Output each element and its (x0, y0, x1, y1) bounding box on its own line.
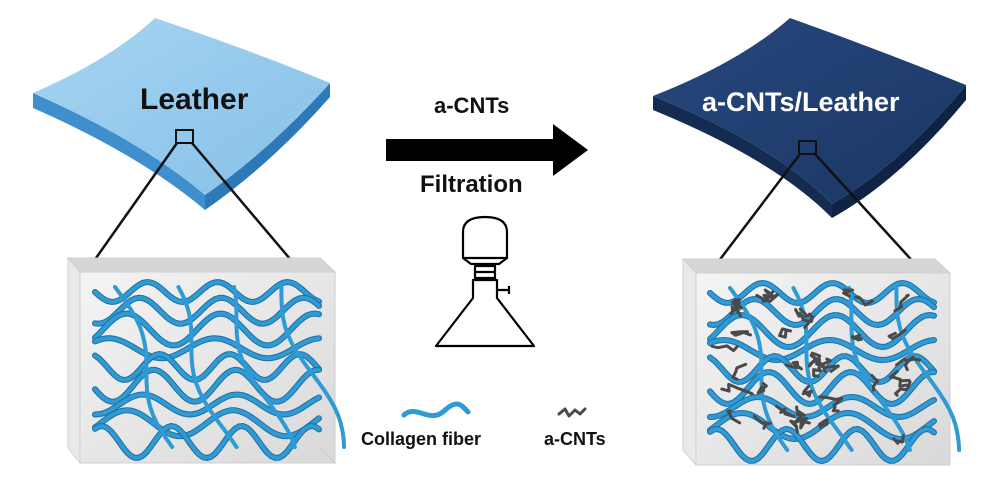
collagen-fiber (791, 286, 854, 452)
zoom-line-right-a (711, 153, 801, 271)
cnt-strand (730, 330, 752, 337)
legend-collagen-swatch (401, 401, 471, 419)
collagen-fiber (279, 285, 347, 449)
composite-cube (681, 257, 962, 467)
process-label-filtration: Filtration (420, 171, 523, 198)
cnt-strand (720, 382, 754, 396)
collagen-fiber (232, 285, 297, 449)
cnt-strand (903, 357, 922, 372)
cnt-strand (801, 384, 813, 398)
collagen-fiber (93, 279, 321, 305)
cnt-strand (894, 378, 912, 397)
leather-sheet-edge-right (205, 83, 330, 210)
cnt-strand (784, 360, 803, 371)
cnt-network (710, 288, 922, 445)
collagen-fibers-left (92, 278, 347, 462)
collagen-fiber (708, 353, 936, 385)
cnt-strand (752, 414, 772, 430)
leather-sheet (33, 18, 330, 210)
legend-collagen-label: Collagen fiber (361, 429, 482, 449)
collagen-fiber (847, 286, 912, 452)
cnt-strand (887, 328, 907, 340)
cnt-strand (731, 300, 742, 318)
collagen-fiber (894, 286, 962, 452)
collagen-fiber (708, 337, 936, 363)
cnt-strand (774, 404, 796, 418)
cnt-strand (756, 381, 768, 395)
cnt-strand (710, 344, 739, 353)
collagen-fiber (93, 408, 321, 439)
leather-sheet-top (33, 18, 330, 195)
leather-cube-top-face (66, 257, 337, 273)
composite-label: a-CNTs/Leather (702, 87, 900, 117)
legend-cnt-label: a-CNTs (544, 429, 606, 449)
collagen-fiber (708, 280, 936, 306)
leather-sheet-edge (33, 93, 205, 210)
composite-cube-top-face (681, 258, 952, 274)
cnt-strand (893, 293, 910, 313)
cnt-strand (842, 288, 855, 298)
cnt-strand (888, 370, 909, 388)
cnt-strand (807, 357, 832, 368)
leather-label: Leather (140, 83, 249, 116)
zoom-line-left-a (87, 142, 179, 269)
composite-sheet-edge-right (832, 85, 966, 218)
zoom-marker-right (798, 140, 817, 155)
cnt-strand (818, 395, 844, 413)
cnt-strand (726, 409, 742, 425)
zoom-marker-left (175, 129, 194, 144)
cnt-strand (795, 405, 806, 417)
collagen-fiber (176, 285, 239, 449)
collagen-fiber (93, 336, 321, 361)
cnt-strand (809, 351, 822, 363)
collagen-fiber (93, 351, 321, 383)
collagen-fiber (708, 426, 936, 464)
process-label-cnt: a-CNTs (434, 93, 510, 118)
cnt-strand (854, 295, 874, 307)
collagen-fiber (93, 367, 321, 404)
cnt-strand (778, 327, 792, 339)
cnt-strand (798, 307, 815, 320)
cnt-strand (731, 362, 748, 381)
cnt-strand (850, 333, 863, 342)
legend-cnt-swatch (557, 407, 587, 418)
cnt-strand (761, 288, 775, 303)
cnt-strand (817, 418, 829, 429)
cnt-strand (870, 373, 880, 392)
composite-sheet-top (653, 18, 966, 204)
leather-cube-front-face (67, 256, 81, 465)
composite-cube-front-face (682, 257, 697, 467)
cnt-strand (812, 366, 822, 378)
composite-sheet (653, 18, 966, 218)
leather-cube-right-face (319, 257, 336, 465)
collagen-fiber (113, 285, 175, 449)
cnt-strand (794, 308, 814, 330)
leather-cube (66, 256, 347, 465)
zoom-line-right-b (814, 153, 918, 267)
collagen-fiber (93, 423, 321, 461)
cnt-strand (789, 415, 805, 434)
composite-sheet-edge (653, 96, 832, 218)
filtration-flask-icon (434, 215, 536, 348)
zoom-line-left-b (191, 142, 297, 267)
cnt-strand (892, 434, 905, 445)
process-arrow-icon (386, 124, 588, 176)
